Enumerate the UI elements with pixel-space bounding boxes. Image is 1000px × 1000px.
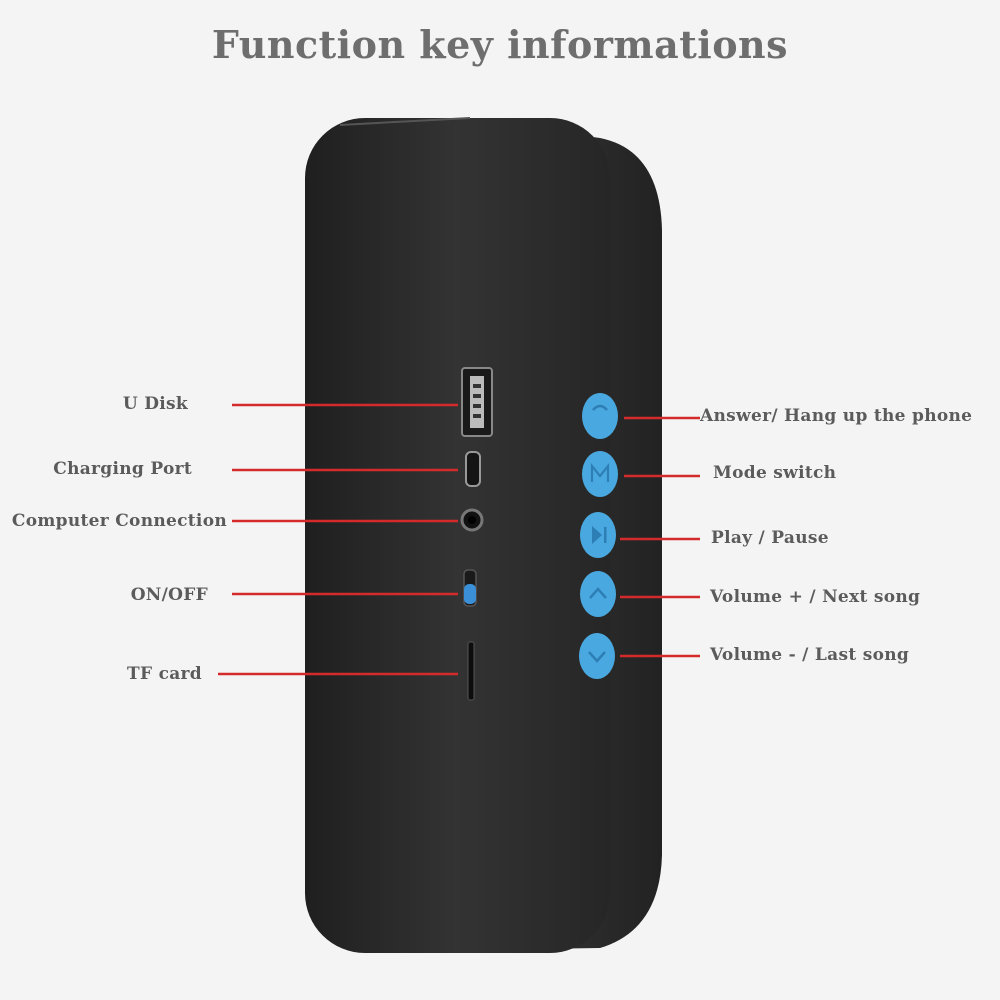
mode-m-icon [582, 451, 618, 497]
tf-card-slot-icon [467, 641, 475, 701]
play-pause-icon [580, 512, 616, 558]
label-computer-connection: Computer Connection [11, 511, 227, 531]
speaker-body [305, 118, 610, 953]
label-charging-port: Charging Port [53, 459, 192, 479]
label-vol-down: Volume - / Last song [710, 645, 910, 665]
chevron-down-icon [579, 633, 615, 679]
label-on-off: ON/OFF [130, 585, 208, 605]
label-vol-up: Volume + / Next song [710, 587, 921, 607]
page-title: Function key informations [211, 22, 789, 67]
chevron-up-icon [580, 571, 616, 617]
micro-usb-port-icon [465, 451, 481, 487]
usb-port-icon [461, 367, 493, 437]
power-switch-icon [463, 569, 477, 607]
label-mode: Mode switch [713, 463, 837, 483]
label-tf-card: TF card [127, 664, 202, 684]
label-play: Play / Pause [711, 528, 829, 548]
label-u-disk: U Disk [122, 394, 188, 414]
phone-icon [582, 393, 618, 439]
audio-jack-icon [460, 508, 484, 532]
label-answer: Answer/ Hang up the phone [700, 406, 973, 426]
